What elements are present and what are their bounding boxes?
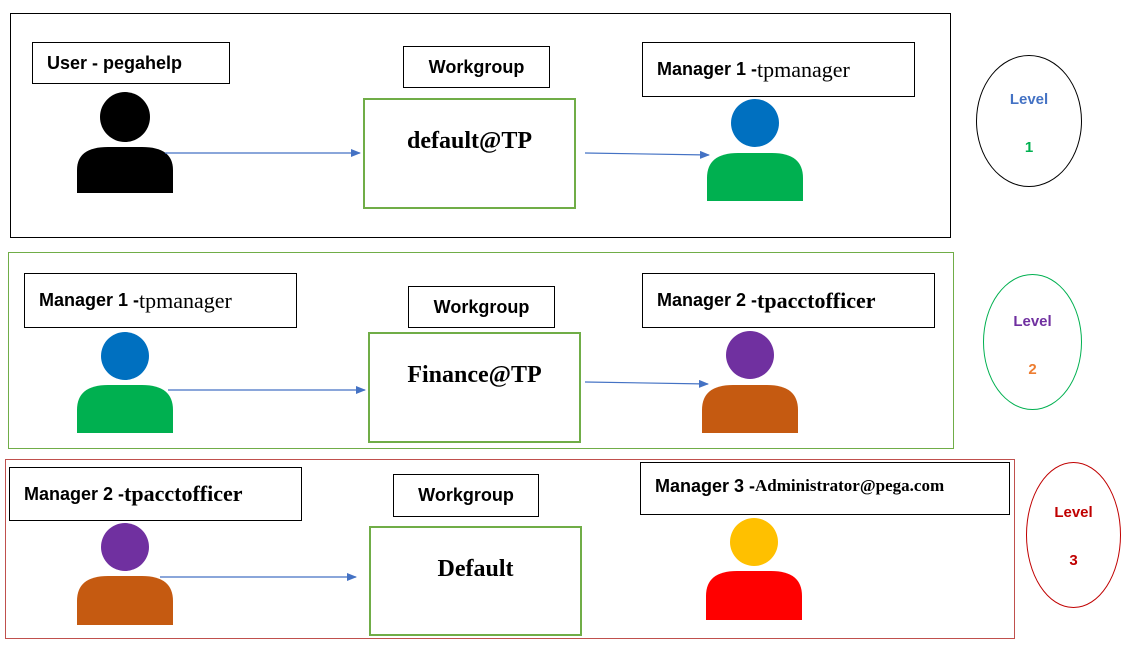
row-2-arrow-out [584, 379, 709, 388]
row-2-source-label: Manager 1 - tpmanager [24, 273, 297, 328]
row-2-target-prefix: Manager 2 - [657, 290, 758, 310]
manager-1-icon [707, 99, 803, 201]
level-2-ellipse: Level 2 [983, 274, 1082, 410]
level-2-word: Level [1013, 313, 1052, 330]
row-1-panel [10, 13, 951, 238]
row-3-source-name: tpacctofficer [124, 481, 243, 506]
row-2-target-label: Manager 2 - tpacctofficer [642, 273, 935, 328]
row-3-source-label: Manager 2 - tpacctofficer [9, 467, 302, 521]
row-2-target-name: tpacctofficer [757, 287, 876, 313]
row-1-source-label: User - pegahelp [32, 42, 230, 84]
user-icon [77, 92, 173, 193]
level-1-number: 1 [1024, 139, 1034, 156]
manager-1-icon [77, 332, 173, 433]
level-3-number: 3 [1069, 552, 1078, 569]
row-2-workgroup-label-text: Workgroup [433, 296, 530, 317]
manager-2-icon [77, 523, 173, 625]
row-1-arrow-out [584, 150, 710, 159]
row-1-workgroup-name: default@TP [407, 128, 532, 154]
row-1-workgroup-label: Workgroup [403, 46, 550, 88]
row-3-workgroup-name: Default [437, 555, 514, 582]
row-3-panel [5, 459, 1015, 639]
row-1-source-prefix: User - pegahelp [47, 52, 183, 73]
row-1-workgroup-box: default@TP [363, 98, 576, 209]
row-3-workgroup-label: Workgroup [393, 474, 539, 517]
level-3-ellipse: Level 3 [1026, 462, 1121, 608]
row-3-source-prefix: Manager 2 - [24, 483, 125, 504]
row-3-workgroup-box: Default [369, 526, 582, 636]
row-2-workgroup-label: Workgroup [408, 286, 555, 328]
level-1-word: Level [1009, 91, 1049, 108]
manager-2-icon [702, 331, 798, 433]
row-1-target-name: tpmanager [757, 56, 850, 82]
row-1-target-label: Manager 1 - tpmanager [642, 42, 915, 97]
row-2-workgroup-box: Finance@TP [368, 332, 581, 443]
level-2-number: 2 [1028, 361, 1037, 378]
row-3-target-prefix: Manager 3 - [655, 476, 756, 496]
row-2-source-prefix: Manager 1 - [39, 290, 140, 310]
row-1-target-prefix: Manager 1 - [657, 59, 758, 79]
manager-3-icon [706, 518, 802, 620]
row-3-target-label: Manager 3 - Administrator@pega.com [640, 462, 1010, 515]
row-2-workgroup-name: Finance@TP [407, 362, 542, 388]
level-3-word: Level [1054, 504, 1093, 521]
row-3-target-name: Administrator@pega.com [755, 476, 945, 495]
row-3-workgroup-label-text: Workgroup [418, 485, 514, 505]
row-2-source-name: tpmanager [139, 287, 232, 313]
row-1-workgroup-label-text: Workgroup [428, 56, 525, 77]
row-2-panel [8, 252, 954, 449]
level-1-ellipse: Level 1 [976, 55, 1082, 187]
